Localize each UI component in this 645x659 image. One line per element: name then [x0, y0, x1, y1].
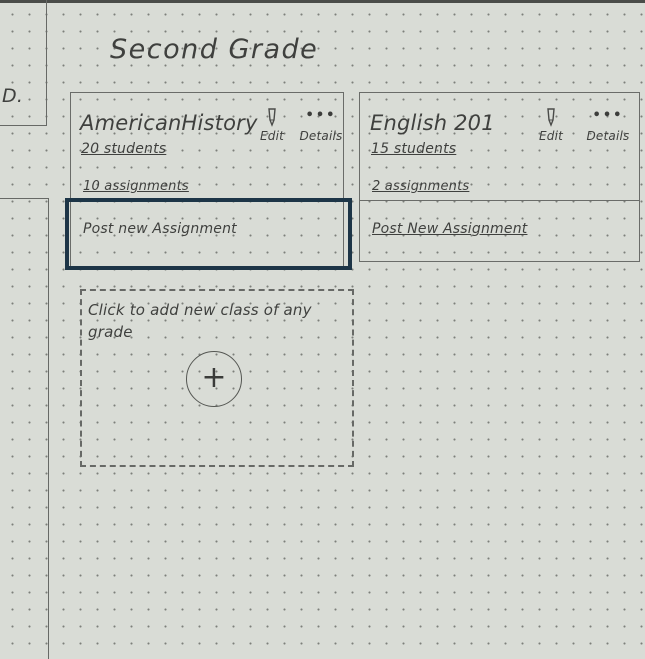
post-assignment-button[interactable]: Post new Assignment: [83, 221, 237, 237]
edit-label: Edit: [259, 129, 285, 143]
class-title[interactable]: English 201: [370, 111, 495, 135]
pencil-icon: [268, 108, 276, 127]
more-dots-icon: •••: [592, 108, 624, 123]
page-top-edge: [0, 0, 645, 3]
class-card-american-history[interactable]: AmericanHistory 20 students Edit ••• Det…: [70, 92, 344, 270]
plus-icon: +: [201, 360, 227, 395]
class-title[interactable]: AmericanHistory: [80, 111, 258, 135]
card-divider: [360, 200, 639, 201]
class-card-english-201[interactable]: English 201 15 students Edit ••• Details…: [359, 92, 640, 262]
details-button[interactable]: ••• Details: [585, 108, 631, 143]
sidebar-cut-label: D.: [2, 85, 24, 107]
assignments-link[interactable]: 2 assignments: [372, 179, 470, 194]
edit-button[interactable]: Edit: [255, 107, 289, 143]
edit-label: Edit: [538, 129, 564, 143]
add-class-text: Click to add new class of any grade: [88, 301, 312, 341]
pencil-icon: [547, 108, 555, 127]
sidebar-panel-bottom: [0, 198, 49, 659]
highlight-frame: [65, 198, 352, 270]
students-link[interactable]: 20 students: [81, 141, 167, 157]
add-class-button[interactable]: +: [186, 351, 242, 407]
details-label: Details: [586, 129, 630, 143]
assignments-link[interactable]: 10 assignments: [83, 179, 189, 194]
post-assignment-button[interactable]: Post New Assignment: [372, 221, 528, 237]
students-link[interactable]: 15 students: [371, 141, 457, 157]
details-button[interactable]: ••• Details: [298, 108, 344, 143]
grade-title: Second Grade: [110, 34, 319, 65]
details-label: Details: [299, 129, 343, 143]
more-dots-icon: •••: [305, 108, 337, 123]
edit-button[interactable]: Edit: [534, 107, 568, 143]
add-class-card[interactable]: Click to add new class of any grade +: [80, 289, 354, 467]
sidebar-panel-top: D.: [0, 0, 47, 126]
